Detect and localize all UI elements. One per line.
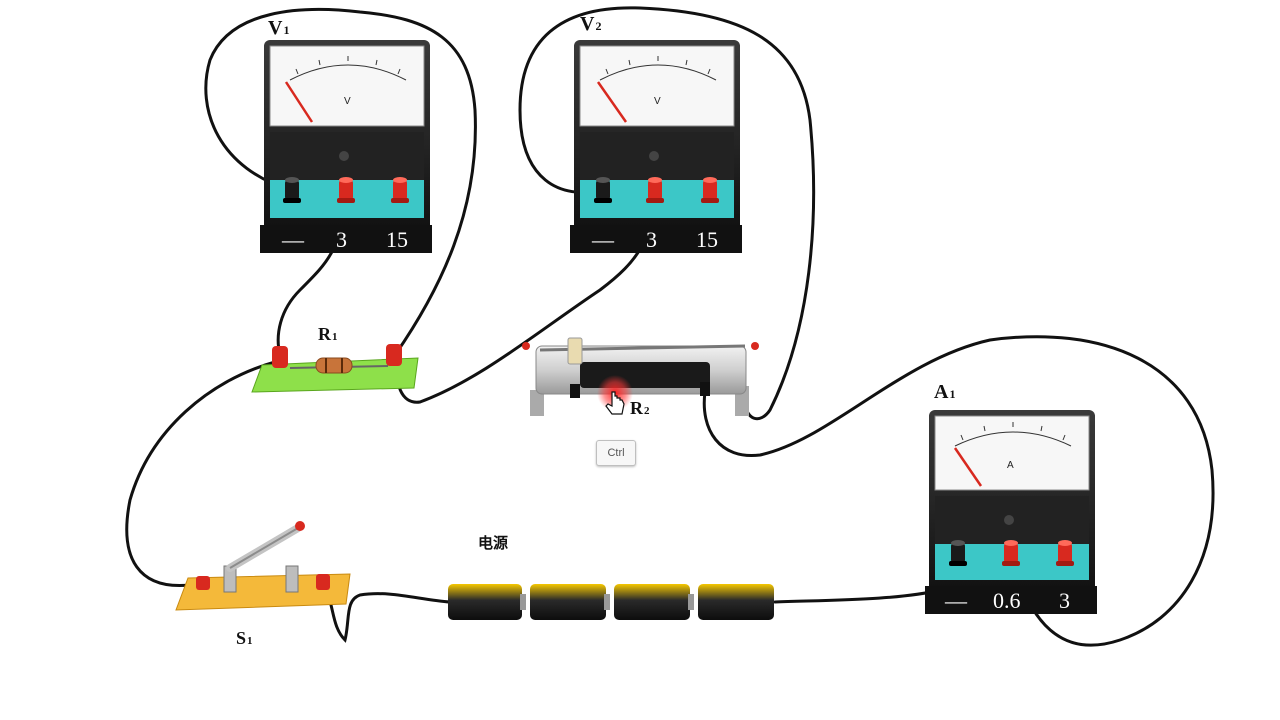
terminal-label-3: 3 xyxy=(1059,588,1070,613)
terminal-label-neg: — xyxy=(591,227,615,252)
battery-cell xyxy=(448,584,526,620)
terminal-label-3: 3 xyxy=(646,227,657,252)
battery-cell xyxy=(530,584,610,620)
battery-cell xyxy=(614,584,694,620)
wire-r1-to-switch xyxy=(125,360,277,588)
label-v1: V1 xyxy=(268,17,289,39)
label-v2: V2 xyxy=(580,13,601,35)
label-r1: R1 xyxy=(318,324,338,344)
wire-v1-neg-loop xyxy=(204,7,477,357)
ammeter-a1[interactable]: A — 0.6 3 xyxy=(925,410,1097,614)
wire-rheostat-to-ammeter xyxy=(702,335,1215,647)
terminal-label-neg: — xyxy=(281,227,305,252)
label-r2: R2 xyxy=(630,398,650,418)
hand-cursor-icon xyxy=(605,391,625,415)
label-power-source: 电源 xyxy=(478,534,508,552)
switch-s1[interactable] xyxy=(175,521,351,611)
terminal-label-0.6: 0.6 xyxy=(993,588,1021,613)
ctrl-key-hint: Ctrl xyxy=(596,440,636,466)
dial-unit-text: V xyxy=(654,96,661,107)
meter-needle xyxy=(953,447,983,487)
resistor-r1[interactable] xyxy=(251,344,419,393)
dial-unit-text: A xyxy=(1007,460,1014,471)
terminal-label-neg: — xyxy=(944,588,968,613)
wire-v2-neg-loop xyxy=(518,6,816,421)
label-s1: S1 xyxy=(236,628,253,648)
battery-cell xyxy=(698,584,774,620)
meter-needle xyxy=(284,81,314,123)
voltmeter-v1[interactable]: V — 3 15 xyxy=(260,40,432,253)
rheostat-r2[interactable] xyxy=(522,337,759,416)
terminal-label-15: 15 xyxy=(696,227,718,252)
wire-switch-to-battery xyxy=(320,583,452,643)
power-source[interactable] xyxy=(448,584,774,620)
dial-unit-text: V xyxy=(344,96,351,107)
meter-needle xyxy=(596,81,628,123)
label-a1: A1 xyxy=(934,381,955,403)
terminal-label-3: 3 xyxy=(336,227,347,252)
terminal-label-15: 15 xyxy=(386,227,408,252)
voltmeter-v2[interactable]: V — 3 15 xyxy=(570,40,742,253)
